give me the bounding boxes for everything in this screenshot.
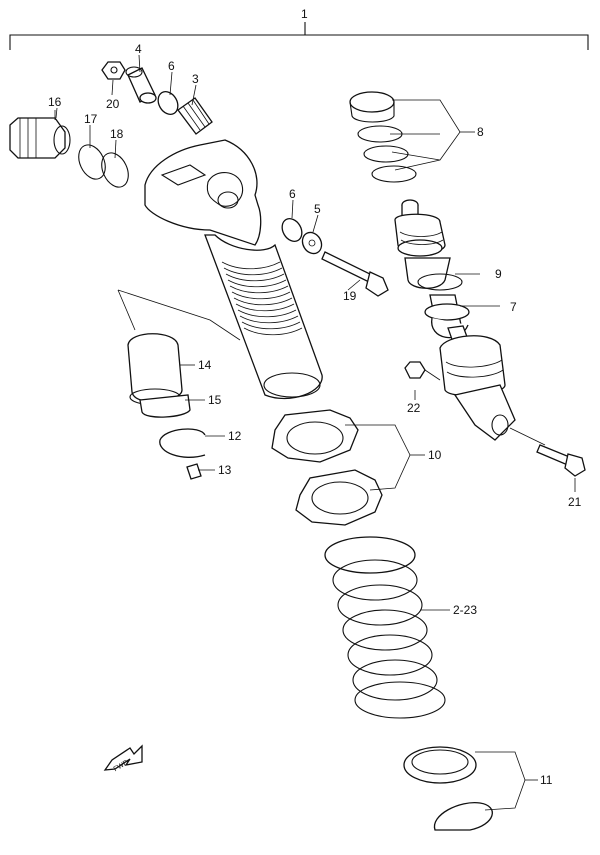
label-12: 12 bbox=[228, 429, 242, 443]
label-3: 3 bbox=[192, 72, 199, 86]
part-4-collar bbox=[125, 66, 157, 104]
part-16-adjuster bbox=[9, 110, 71, 159]
label-5: 5 bbox=[314, 202, 321, 216]
label-22: 22 bbox=[407, 401, 421, 415]
fwd-arrow-icon: FWD bbox=[103, 744, 143, 773]
label-9: 9 bbox=[495, 267, 502, 281]
part-18-oring bbox=[101, 152, 129, 188]
part-labels: 4 6 3 20 16 17 18 6 5 8 9 7 19 14 15 22 … bbox=[48, 42, 582, 787]
label-21: 21 bbox=[568, 495, 582, 509]
damper-rod-assembly bbox=[394, 199, 516, 441]
part-12-circlip bbox=[159, 428, 206, 458]
shock-body bbox=[117, 139, 323, 400]
part-10-locknut-lower bbox=[295, 469, 383, 526]
part-14-cap bbox=[127, 333, 183, 406]
label-11: 11 bbox=[540, 773, 553, 787]
label-8: 8 bbox=[477, 125, 484, 139]
label-4: 4 bbox=[135, 42, 142, 56]
label-13: 13 bbox=[218, 463, 232, 477]
part-5-washer bbox=[301, 231, 323, 255]
label-17: 17 bbox=[84, 112, 98, 126]
assembly-bracket: 1 bbox=[9, 7, 589, 50]
part-11-seat bbox=[403, 746, 477, 784]
part-6-seal-right bbox=[281, 218, 303, 242]
part-17-oring bbox=[78, 144, 106, 180]
label-16: 16 bbox=[48, 95, 62, 109]
label-2-23: 2-23 bbox=[453, 603, 477, 617]
label-19: 19 bbox=[343, 289, 357, 303]
label-6a: 6 bbox=[168, 59, 175, 73]
label-14: 14 bbox=[198, 358, 212, 372]
part-19-bolt bbox=[321, 251, 389, 297]
leader-lines bbox=[55, 54, 576, 811]
part-21-bolt bbox=[509, 427, 586, 477]
label-10: 10 bbox=[428, 448, 442, 462]
label-6b: 6 bbox=[289, 187, 296, 201]
part-3-bearing bbox=[177, 97, 213, 135]
part-13-screw bbox=[186, 463, 202, 480]
part-22-nut bbox=[404, 361, 441, 381]
label-20: 20 bbox=[106, 97, 120, 111]
label-assembly: 1 bbox=[301, 7, 308, 21]
part-15-collar bbox=[139, 394, 191, 418]
part-8-rings bbox=[349, 91, 417, 183]
part-11-clip bbox=[433, 801, 493, 831]
body-threads bbox=[221, 261, 303, 336]
part-6-seal-top bbox=[157, 91, 179, 115]
label-15: 15 bbox=[208, 393, 222, 407]
label-7: 7 bbox=[510, 300, 517, 314]
part-10-locknut-upper bbox=[271, 409, 359, 463]
spring-part-2-23 bbox=[324, 536, 446, 719]
label-18: 18 bbox=[110, 127, 124, 141]
part-20-nut bbox=[101, 61, 126, 80]
